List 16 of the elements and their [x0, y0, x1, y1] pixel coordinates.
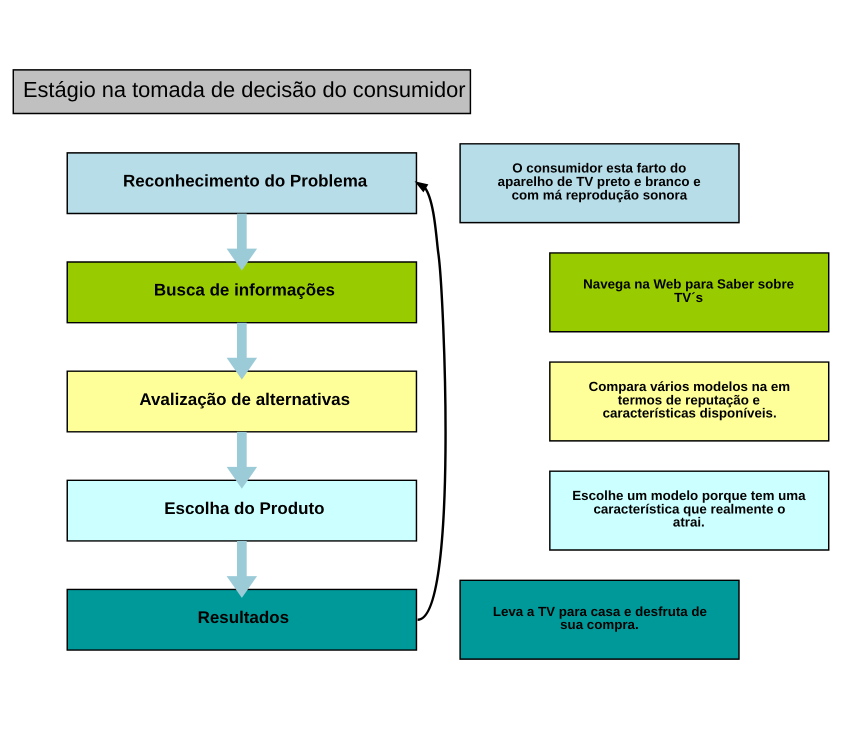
node-box: Resultados: [66, 588, 418, 651]
node-box: Escolha do Produto: [66, 480, 418, 542]
arrow: [226, 322, 258, 380]
arrow: [226, 432, 258, 489]
arrow: [226, 214, 258, 270]
node-box: Estágio na tomada de decisão do consumidor: [12, 69, 472, 114]
arrow: [414, 181, 447, 621]
node-box: Escolhe um modelo porque tem uma característica que realmente o atrai.: [549, 470, 830, 551]
node-box: Compara vários modelos na em termos de reputação e características disponíveis.: [549, 361, 830, 442]
node-box: Leva a TV para casa e desfruta de sua compra.: [459, 580, 740, 660]
node-box: Navega na Web para Saber sobre TV´s: [549, 252, 830, 332]
node-box: Busca de informações: [66, 261, 418, 324]
arrow: [226, 540, 258, 598]
node-box: Avalização de alternativas: [66, 370, 418, 433]
node-box: O consumidor esta farto do aparelho de TV preto e branco e com má reprodução sonora: [459, 143, 740, 224]
node-box: Reconhecimento do Problema: [66, 152, 418, 214]
